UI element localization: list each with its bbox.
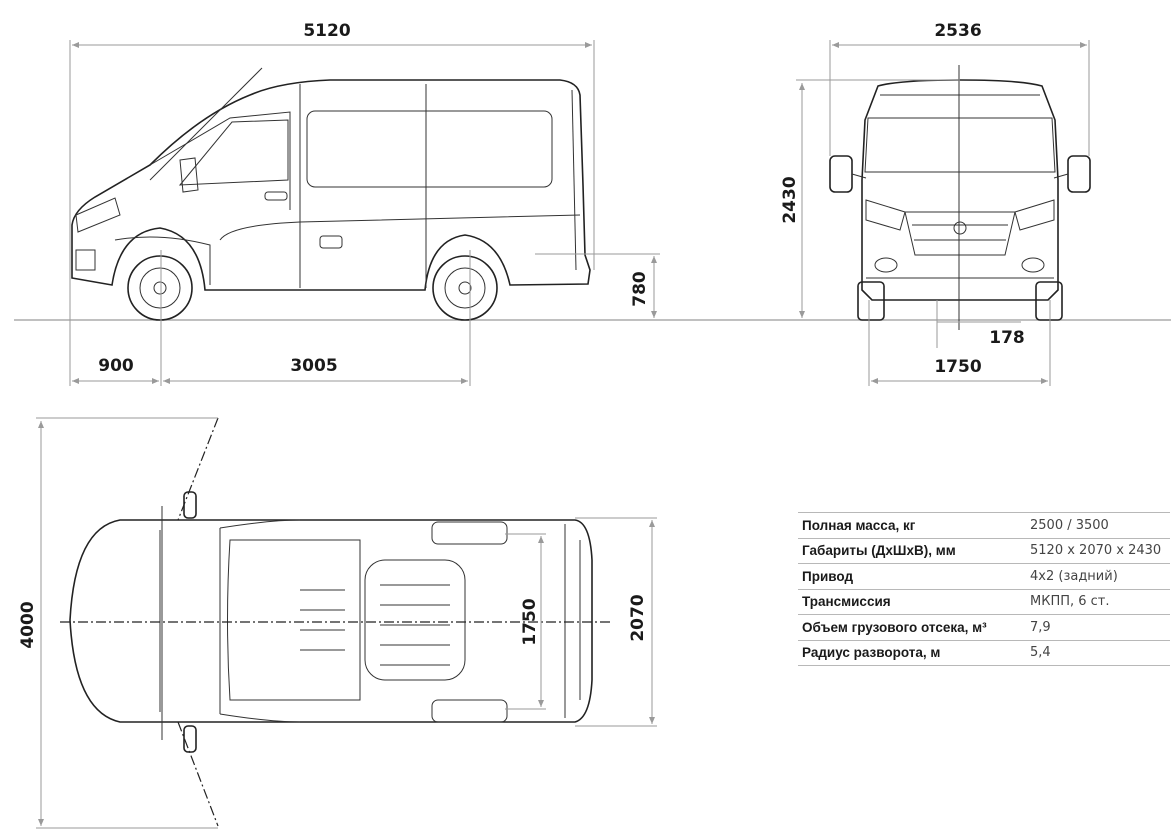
spec-value: 5,4 (1024, 640, 1170, 666)
side-dimensions (69, 40, 660, 386)
dim-wheelbase-label: 3005 (290, 356, 337, 376)
dim-total-height-label: 2430 (780, 176, 800, 223)
spec-value: МКПП, 6 ст. (1024, 589, 1170, 615)
side-view (71, 67, 591, 386)
top-dimensions (36, 417, 657, 829)
spec-value: 2500 / 3500 (1024, 512, 1170, 539)
spec-label: Трансмиссия (798, 589, 1024, 615)
dim-top-inner-width-label: 1750 (520, 598, 540, 645)
spec-label: Объем грузового отсека, м³ (798, 614, 1024, 641)
spec-label: Полная масса, кг (798, 512, 1024, 539)
spec-value: 5120 х 2070 х 2430 (1024, 538, 1170, 564)
dim-length-label: 5120 (303, 21, 350, 41)
top-view (60, 417, 610, 827)
dim-top-body-width-label: 2070 (628, 594, 648, 641)
dim-width-mirrors-label: 2536 (934, 21, 981, 41)
spec-label: Радиус разворота, м (798, 640, 1024, 666)
spec-label: Габариты (ДхШхВ), мм (798, 538, 1024, 564)
dim-track-label: 1750 (934, 357, 981, 377)
front-dimensions (796, 40, 1090, 386)
dim-turn-span-label: 4000 (18, 601, 38, 648)
front-view (829, 65, 1091, 330)
spec-value: 7,9 (1024, 614, 1170, 641)
dim-clearance-label: 178 (989, 328, 1025, 348)
spec-label: Привод (798, 563, 1024, 590)
spec-value: 4x2 (задний) (1024, 563, 1170, 590)
dim-floor-height-label: 780 (630, 271, 650, 307)
dim-front-overhang-label: 900 (98, 356, 134, 376)
